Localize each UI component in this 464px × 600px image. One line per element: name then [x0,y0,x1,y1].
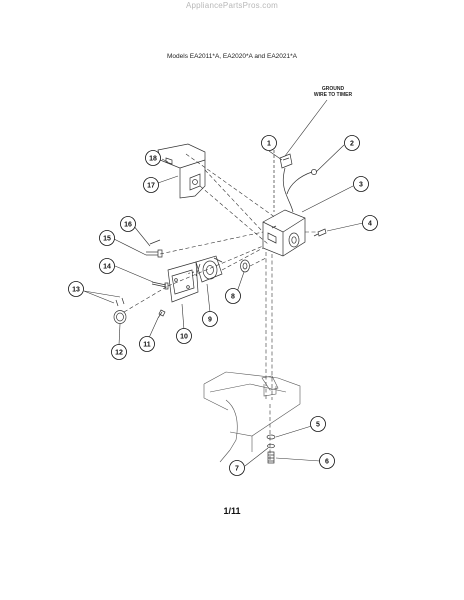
ground-label-line2: WIRE TO TIMER [313,92,353,98]
callout-2: 2 [350,141,354,148]
callout-6: 6 [325,459,329,466]
callout-5: 5 [316,422,320,429]
assembly-dashed-lines [123,153,318,462]
screw-part-4 [313,228,327,237]
callout-circle-16 [120,216,136,232]
callout-circle-7 [229,460,245,476]
motor-mount-box [262,209,306,257]
callout-circle-15 [99,230,115,246]
callout-circle-8 [225,288,241,304]
callout-7: 7 [235,466,239,473]
callout-numbers: 1 2 3 4 5 6 7 8 9 10 11 12 13 14 15 16 1… [72,141,372,473]
callout-15: 15 [103,236,111,243]
callout-circle-18 [145,150,161,166]
callout-circle-17 [143,177,159,193]
callout-circle-9 [202,311,218,327]
ground-wire-assembly [273,150,317,213]
callout-circle-3 [353,176,369,192]
ground-label-line1: GROUND [321,86,345,92]
callout-circle-6 [319,453,335,469]
switch-assembly [185,255,223,283]
callout-10: 10 [180,334,188,341]
callout-14: 14 [103,264,111,271]
knob-part-12 [113,297,127,324]
callout-circle-4 [362,215,378,231]
upper-bracket [157,143,206,199]
mounting-plate [167,261,199,303]
screw-part-11 [157,309,166,319]
callout-circle-1 [261,135,277,151]
callout-17: 17 [147,183,155,190]
callout-circle-13 [68,281,84,297]
grommet-part-8 [240,259,250,273]
callout-11: 11 [143,342,151,349]
callout-circle-11 [139,336,155,352]
models-title: Models EA2011*A, EA2020*A and EA2021*A [167,53,297,60]
callout-8: 8 [231,294,235,301]
callout-circle-14 [99,258,115,274]
pins-part-15-16 [146,239,163,258]
ground-wire-label: GROUND WIRE TO TIMER [303,86,363,98]
callout-circle-12 [111,344,127,360]
callout-13: 13 [72,287,80,294]
callout-circle-10 [176,328,192,344]
leader-lines [83,99,364,467]
page-number: 1/11 [223,506,241,516]
pin-part-14 [151,281,169,290]
foot-parts-5-6-7 [266,434,276,464]
callout-12: 12 [115,350,123,357]
callout-1: 1 [267,141,271,148]
callout-3: 3 [359,182,363,189]
callout-circles [68,135,378,476]
watermark: AppliancePartsPros.com [186,1,278,10]
callout-16: 16 [124,222,132,229]
callout-4: 4 [368,221,372,228]
callout-9: 9 [208,317,212,324]
callout-circle-2 [344,135,360,151]
callout-18: 18 [149,156,157,163]
callout-circle-5 [310,416,326,432]
cabinet-base [203,371,301,463]
